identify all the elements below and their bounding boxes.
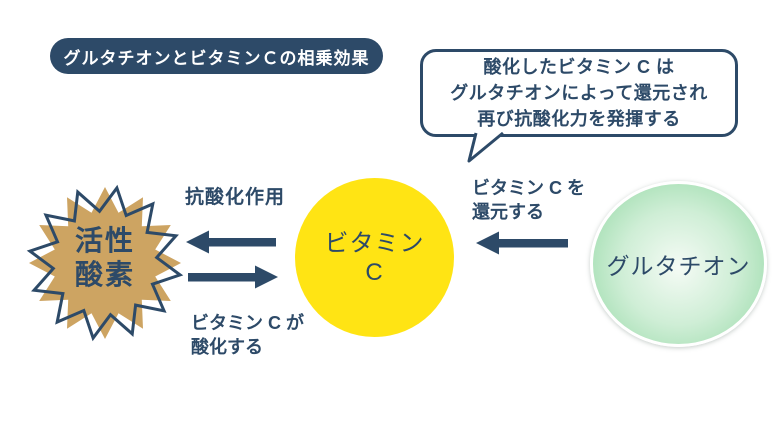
reactive-oxygen-label-line-2: 酸素 [74,259,135,290]
vitamin-c-label-line-2: C [365,258,384,286]
vitamin-c-node: ビタミン C [295,178,454,337]
glutathione-label: グルタチオン [606,253,751,279]
vitamin-c-oxidize-line-2: 酸化する [191,337,263,357]
speech-bubble-tail [467,131,504,163]
diagram-title-text: グルタチオンとビタミンＣの相乗効果 [63,48,370,68]
vitamin-c-label-line-1: ビタミン [324,229,425,257]
vitamin-c-reduce-label: ビタミン C を 還元する [472,176,585,224]
arrow-oxidize-right-icon [188,265,278,289]
vitamin-c-oxidize-label: ビタミン C が 酸化する [191,311,304,359]
vitamin-c-reduce-line-2: 還元する [472,202,544,222]
vitamin-c-reduce-line-1: ビタミン C を [472,178,586,198]
speech-bubble: 酸化したビタミン C は グルタチオンによって還元され 再び抗酸化力を発揮する [420,49,738,137]
speech-bubble-line-1: 酸化したビタミン C は [483,57,675,77]
reactive-oxygen-label: 活性 酸素 [55,224,155,292]
vitamin-c-oxidize-line-1: ビタミン C が [191,313,305,333]
arrow-antioxidant-left-icon [186,230,276,254]
glutathione-node: グルタチオン [590,181,767,347]
antioxidant-action-label: 抗酸化作用 [185,182,285,209]
antioxidant-action-text: 抗酸化作用 [185,187,286,208]
diagram-title: グルタチオンとビタミンＣの相乗効果 [50,38,383,74]
speech-bubble-line-2: グルタチオンによって還元され [450,83,708,103]
speech-bubble-line-3: 再び抗酸化力を発揮する [477,109,681,129]
arrow-reduce-left-icon [476,231,568,255]
reactive-oxygen-label-line-1: 活性 [74,225,135,256]
